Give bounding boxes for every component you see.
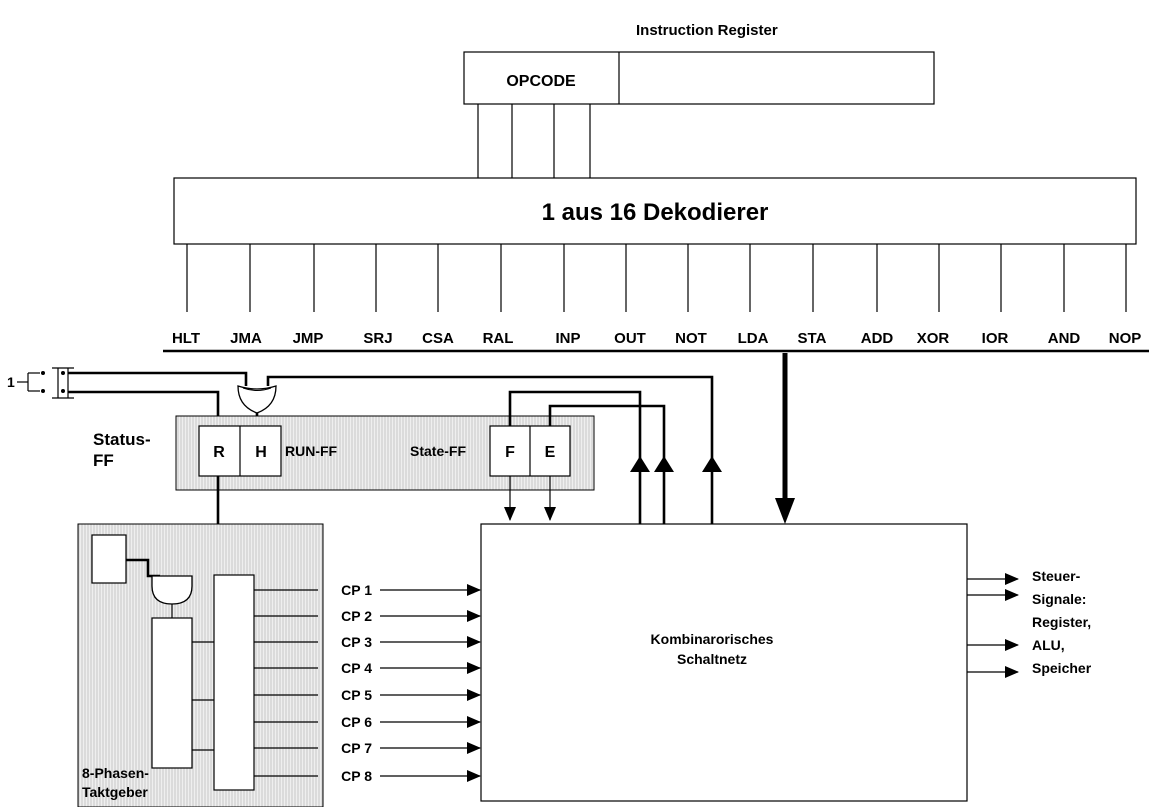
phase-label-5: CP 5 xyxy=(341,687,372,703)
state-ff-f: F xyxy=(505,444,515,461)
phase-label-4: CP 4 xyxy=(341,660,372,676)
arrowhead-hlt-up xyxy=(702,456,722,472)
phase-decoder-box xyxy=(213,574,255,791)
instruction-bus-arrowhead xyxy=(775,498,795,524)
instruction-label-hlt: HLT xyxy=(172,330,200,347)
instruction-label-srj: SRJ xyxy=(363,330,392,347)
opcode-label: OPCODE xyxy=(506,73,576,90)
instruction-label-sta: STA xyxy=(798,330,827,347)
clock-label-2: Taktgeber xyxy=(82,784,148,800)
phase-label-1: CP 1 xyxy=(341,582,372,598)
phase-label-7: CP 7 xyxy=(341,740,372,756)
instruction-label-csa: CSA xyxy=(422,330,454,347)
clock-phase-lines: CP 1 CP 2 CP 3 CP 4 CP 5 CP 6 CP 7 CP 8 xyxy=(254,582,481,784)
instruction-labels: HLT JMA JMP SRJ CSA RAL INP OUT NOT LDA STA ADD XOR I… xyxy=(172,330,1141,347)
instruction-label-add: ADD xyxy=(861,330,894,347)
run-ff-r: R xyxy=(213,444,225,461)
opcode-bits xyxy=(477,104,591,178)
instruction-label-jma: JMA xyxy=(230,330,262,347)
combinational-network: Kombinarorisches Schaltnetz xyxy=(480,523,968,802)
output-label-4: ALU, xyxy=(1032,637,1065,653)
clock-group: 8-Phasen- Taktgeber xyxy=(77,523,324,807)
state-ff-label: State-FF xyxy=(410,443,466,459)
instruction-register: Instruction Register OPCODE xyxy=(463,22,935,178)
hlt-feedback-wire xyxy=(266,375,714,459)
output-label-5: Speicher xyxy=(1032,660,1092,676)
instruction-label-jmp: JMP xyxy=(293,330,324,347)
instruction-label-xor: XOR xyxy=(917,330,950,347)
switch-wire-bottom xyxy=(68,390,220,426)
phase-label-6: CP 6 xyxy=(341,714,372,730)
combinational-label-2: Schaltnetz xyxy=(677,651,747,667)
control-outputs: Steuer- Signale: Register, ALU, Speicher xyxy=(967,568,1092,678)
switch-wire-top xyxy=(68,371,248,386)
combinational-label: Kombinarorisches xyxy=(651,631,774,647)
instruction-label-nop: NOP xyxy=(1109,330,1142,347)
instruction-label-inp: INP xyxy=(555,330,580,347)
arrowhead-f-up xyxy=(630,456,650,472)
output-label-3: Register, xyxy=(1032,614,1091,630)
decoder-box xyxy=(173,177,1137,245)
output-label-2: Signale: xyxy=(1032,591,1086,607)
and-gate-clock xyxy=(151,575,193,605)
oscillator-box xyxy=(91,534,127,584)
phase-label-8: CP 8 xyxy=(341,768,372,784)
instruction-register-box xyxy=(463,51,935,105)
status-ff-group: Status- FF R H RUN-FF State-FF F E xyxy=(93,415,595,491)
phase-label-3: CP 3 xyxy=(341,634,372,650)
or-gate-halt xyxy=(237,385,277,414)
decoder-label: 1 aus 16 Dekodierer xyxy=(542,199,769,226)
state-ff-e: E xyxy=(545,444,556,461)
combinational-box xyxy=(480,523,968,802)
instruction-register-title: Instruction Register xyxy=(636,22,778,39)
status-ff-label-2: FF xyxy=(93,451,114,470)
clock-label: 8-Phasen- xyxy=(82,765,149,781)
instruction-label-not: NOT xyxy=(675,330,707,347)
run-switch: 1 xyxy=(7,367,74,399)
instruction-label-out: OUT xyxy=(614,330,646,347)
counter-box xyxy=(151,617,193,769)
decoder-output-lines xyxy=(186,244,1127,312)
instruction-label-ior: IOR xyxy=(982,330,1009,347)
instruction-label-and: AND xyxy=(1048,330,1081,347)
decoder: 1 aus 16 Dekodierer xyxy=(173,177,1137,245)
phase-label-2: CP 2 xyxy=(341,608,372,624)
instruction-label-ral: RAL xyxy=(483,330,514,347)
arrowhead-e-up xyxy=(654,456,674,472)
status-ff-label: Status- xyxy=(93,430,151,449)
run-ff-label: RUN-FF xyxy=(285,443,338,459)
instruction-label-lda: LDA xyxy=(738,330,769,347)
output-label-1: Steuer- xyxy=(1032,568,1081,584)
switch-input-label: 1 xyxy=(7,374,15,390)
run-ff-h: H xyxy=(255,444,267,461)
